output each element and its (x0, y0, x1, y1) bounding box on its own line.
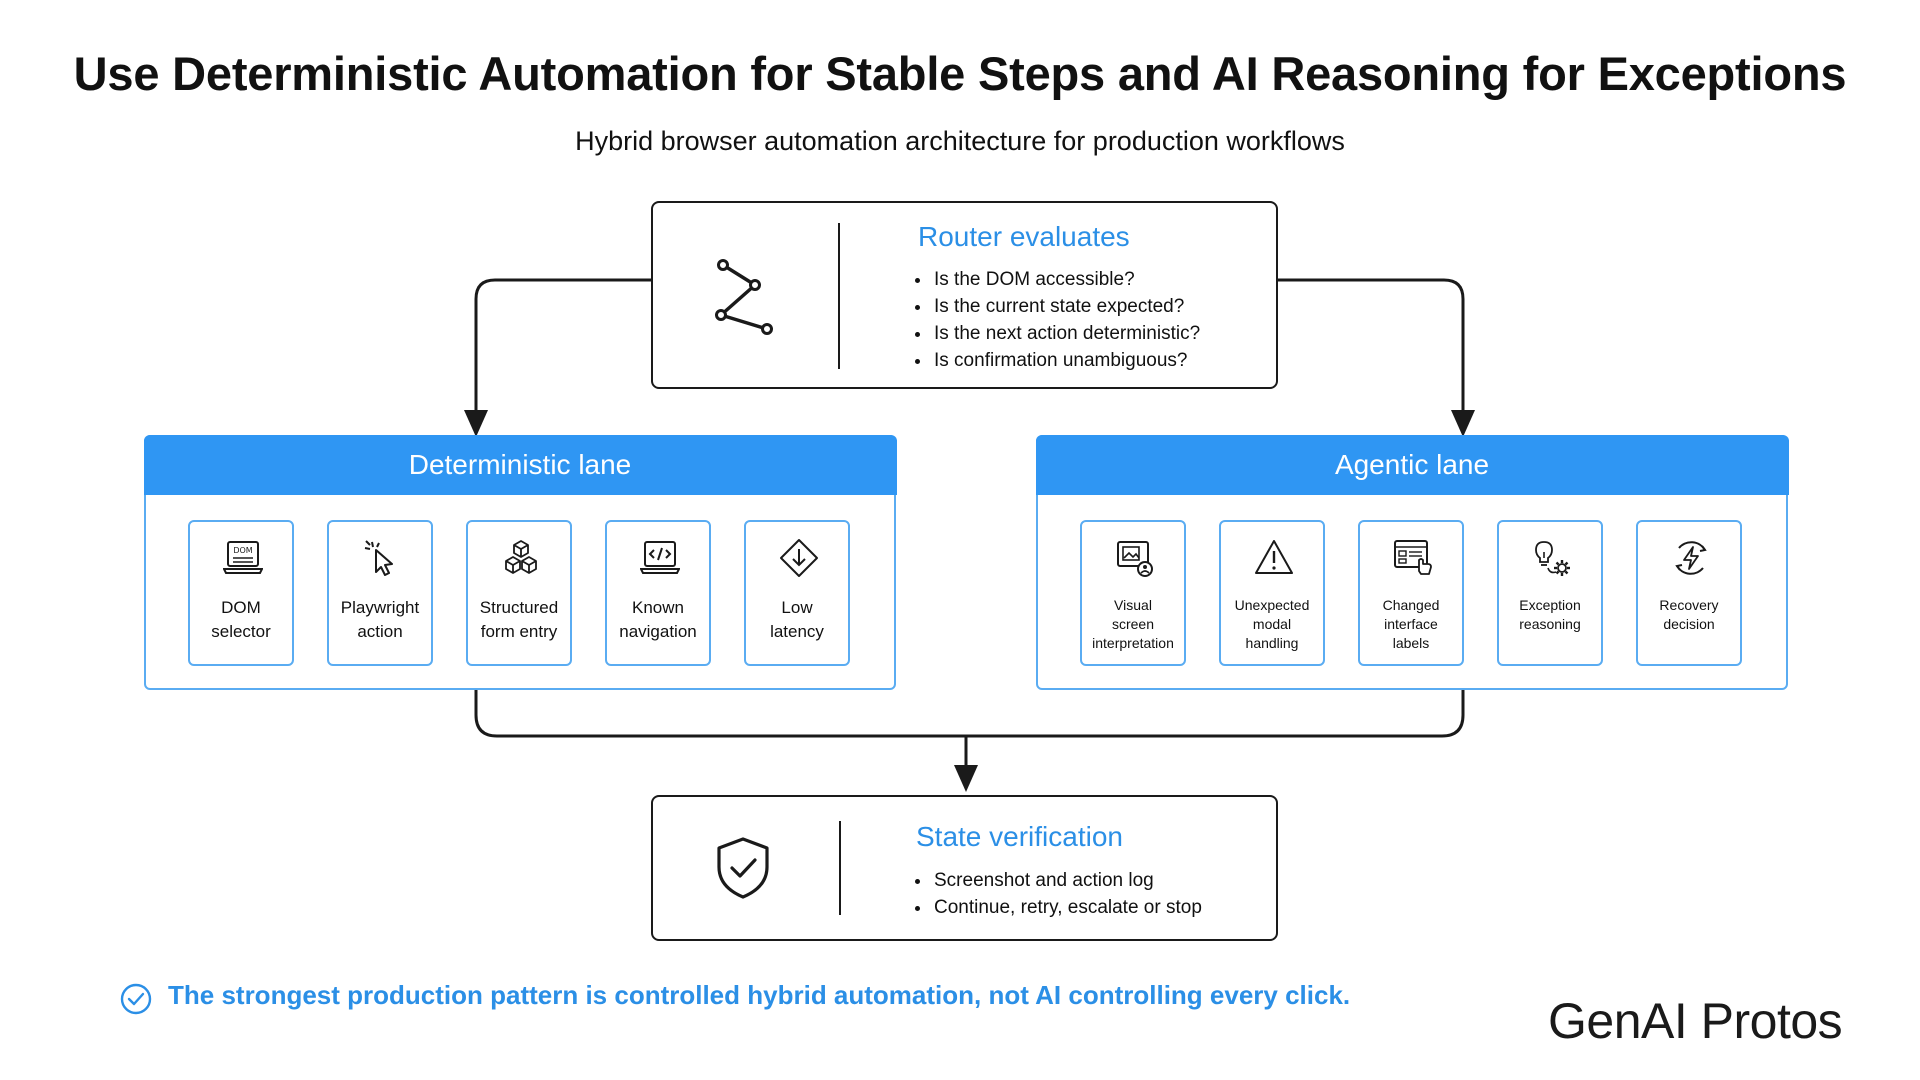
bulb-gear-icon (1535, 541, 1570, 576)
router-heading: Router evaluates (918, 221, 1130, 252)
page-subtitle: Hybrid browser automation architecture f… (575, 126, 1345, 156)
agentic-lane-heading: Agentic lane (1035, 434, 1789, 495)
verification-divider (839, 821, 841, 915)
shield-check-icon (717, 837, 769, 899)
router-criterion: Is the next action deterministic? (932, 320, 1200, 347)
svg-text:DOM: DOM (233, 546, 252, 555)
brand-logo: GenAI Protos (1548, 993, 1843, 1049)
verification-list: Screenshot and action log Continue, retr… (910, 867, 1202, 921)
router-criterion: Is confirmation unambiguous? (932, 347, 1200, 374)
route-path-icon (715, 259, 773, 335)
dom-laptop-icon: DOM (223, 541, 263, 574)
page-title: Use Deterministic Automation for Stable … (73, 47, 1847, 100)
down-arrow-diamond-icon (780, 539, 818, 577)
router-criterion: Is the current state expected? (932, 293, 1200, 320)
connector-lanes-merge (474, 690, 1465, 738)
router-criterion: Is the DOM accessible? (932, 266, 1200, 293)
verification-item: Continue, retry, escalate or stop (932, 894, 1202, 921)
footer-note: The strongest production pattern is cont… (168, 980, 1351, 1010)
code-laptop-icon (640, 541, 680, 574)
verification-heading: State verification (916, 821, 1123, 852)
verification-item: Screenshot and action log (932, 867, 1202, 894)
screen-image-icon (1117, 541, 1153, 577)
router-divider (838, 223, 840, 369)
verification-box: State verification Screenshot and action… (651, 795, 1278, 941)
router-criteria-list: Is the DOM accessible? Is the current st… (910, 266, 1200, 374)
warning-triangle-icon (1255, 540, 1293, 574)
recovery-bolt-icon (1675, 541, 1707, 575)
check-circle-icon (120, 983, 152, 1015)
cursor-click-icon (364, 540, 393, 576)
connector-router-to-deterministic (464, 278, 651, 437)
connector-router-to-agentic (1278, 278, 1475, 437)
deterministic-lane-heading: Deterministic lane (143, 434, 897, 495)
router-box: Router evaluates Is the DOM accessible? … (651, 201, 1278, 389)
cubes-icon (505, 540, 537, 574)
browser-touch-icon (1394, 540, 1432, 575)
